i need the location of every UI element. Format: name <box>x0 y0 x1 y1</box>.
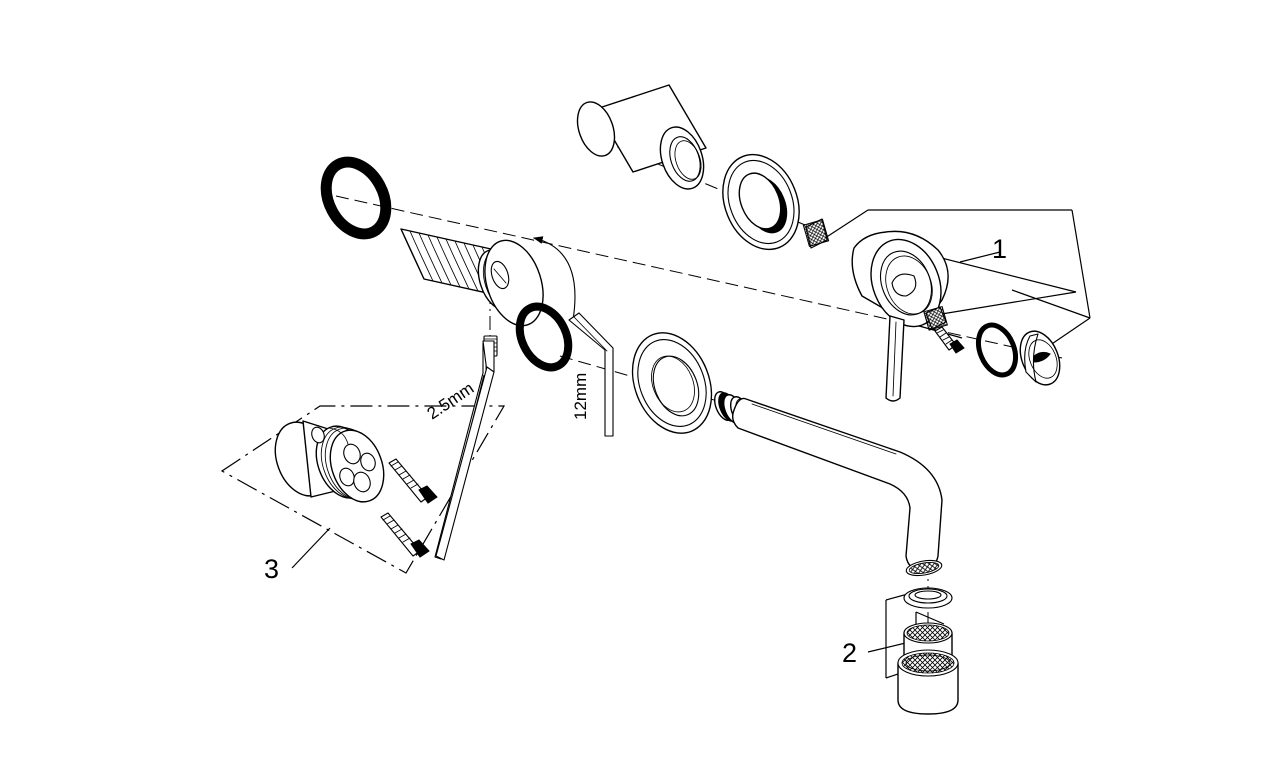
part-knurled-grub-screw <box>802 218 830 249</box>
part-handle-escutcheon-ring <box>722 153 800 251</box>
part-handle-fixing-screw <box>934 326 965 354</box>
part-aerator-gasket <box>903 587 953 609</box>
part-o-ring-medium <box>515 302 573 372</box>
hex-key-2-5mm-label: 2.5mm <box>424 379 478 424</box>
part-fixing-screw <box>380 512 430 558</box>
part-handle-washer <box>923 305 948 331</box>
hex-key-2-5mm-shape <box>435 340 495 561</box>
part-cap-o-ring <box>975 322 1019 378</box>
part-spout-escutcheon-ring <box>631 332 713 434</box>
callout-number-2: 2 <box>842 638 857 668</box>
part-spout-body <box>713 391 943 577</box>
callout-number-3: 3 <box>264 554 279 584</box>
part-lever-handle <box>851 230 949 402</box>
part-index-cap <box>1019 330 1061 386</box>
part-o-ring-large <box>320 156 392 240</box>
part-threaded-extension-sleeve <box>400 228 576 327</box>
callout-number-1: 1 <box>992 234 1007 264</box>
part-hex-key-12mm <box>568 312 614 437</box>
part-fixing-screw <box>388 458 438 504</box>
part-aerator-housing <box>897 649 959 715</box>
hex-key-12mm-label: 12mm <box>571 373 590 420</box>
callout-3-leaders <box>291 527 331 569</box>
part-extension-sleeve-cylinder <box>576 84 707 190</box>
part-rough-in-cartridge-body <box>274 420 385 503</box>
part-hex-key-2-5mm <box>434 342 490 560</box>
